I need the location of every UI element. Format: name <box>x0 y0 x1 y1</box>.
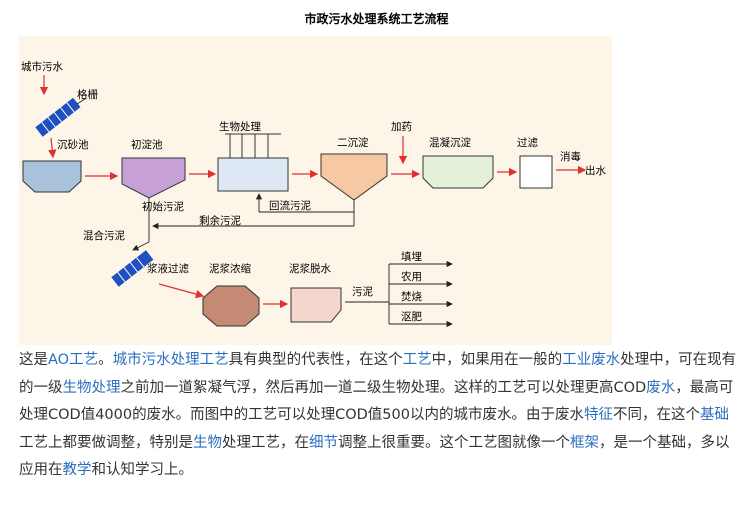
label-mixed-sludge: 混合污泥 <box>83 229 125 242</box>
label-disposal-incinerate: 焚烧 <box>401 290 422 303</box>
label-disposal-landfill: 填埋 <box>401 250 422 263</box>
secondary-clarifier-tank <box>320 153 388 201</box>
label-return-sludge: 回流污泥 <box>269 199 311 212</box>
description-paragraph: 这是AO工艺。城市污水处理工艺具有典型的代表性，在这个工艺中，如果用在一般的工业… <box>19 347 739 485</box>
slurry-filter-icon <box>111 250 154 287</box>
label-disposal-agri: 农用 <box>401 270 422 283</box>
label-sewage-in: 城市污水 <box>21 60 63 73</box>
description-text: 中，如果用在一般的 <box>431 352 563 368</box>
sludge-dewater <box>290 287 342 323</box>
process-flow-diagram: 城市污水 格栅 沉砂池 初淀池 初始污泥 生物处理 二沉淀 加药 混凝沉淀 <box>19 36 612 345</box>
label-dosing: 加药 <box>391 121 412 133</box>
description-text: 不同，在这个 <box>612 407 700 423</box>
label-screen: 格栅 <box>77 88 98 101</box>
description-text: 工艺上都要做调整，特别是 <box>19 434 193 451</box>
description-link[interactable]: 城市污水处理工艺 <box>112 352 229 368</box>
label-grit: 沉砂池 <box>57 138 89 151</box>
label-disposal-compost: 沤肥 <box>401 310 422 323</box>
description-text: 之前加一道絮凝气浮，然后再加一道二级生物处理。这样的工艺可以处理更高COD <box>120 379 647 396</box>
description-link[interactable]: 工艺 <box>402 352 432 368</box>
description-text: 和认知学习上。 <box>91 462 194 478</box>
label-excess-sludge: 剩余污泥 <box>199 214 241 227</box>
description-link[interactable]: 生物处理 <box>62 379 121 396</box>
label-bio: 生物处理 <box>219 120 261 133</box>
arrow-mixed-sludge <box>132 241 150 251</box>
description-text: ，最高可处理COD值4000的废水。而图中的工艺可以处理COD值500以内的城市… <box>19 379 734 424</box>
label-thicken: 泥浆浓缩 <box>209 262 251 275</box>
biological-treatment-tank <box>217 157 289 192</box>
label-primary: 初淀池 <box>131 138 163 151</box>
label-coag: 混凝沉淀 <box>429 136 471 149</box>
description-text: 处理中，可在现有的一级 <box>19 352 737 396</box>
diagram-title: 市政污水处理系统工艺流程 <box>304 12 449 26</box>
description-link[interactable]: 特征 <box>583 407 613 423</box>
description-link[interactable]: 细节 <box>309 434 338 451</box>
label-sludge: 污泥 <box>352 285 373 298</box>
label-secondary: 二沉淀 <box>337 136 369 149</box>
label-outlet: 出水 <box>585 164 606 177</box>
primary-settling-tank <box>121 157 186 199</box>
screen-icon <box>35 97 81 137</box>
coagulation-tank <box>422 155 494 189</box>
label-slurry-filter: 浆液过滤 <box>147 262 189 275</box>
description-text: 这是 <box>19 352 48 368</box>
description-link[interactable]: AO工艺 <box>48 352 99 368</box>
description-text: 调整上很重要。这个工艺图就像一个 <box>338 434 570 451</box>
label-filter: 过滤 <box>517 136 538 149</box>
description-text: 处理工艺，在 <box>222 434 309 451</box>
arrow-slurry-thicken <box>158 283 205 299</box>
description-link[interactable]: 基础 <box>699 407 729 423</box>
label-disinfect: 消毒 <box>560 150 581 163</box>
description-text: ，是一个基础，多以应用在 <box>19 434 730 479</box>
label-primary-sludge: 初始污泥 <box>142 200 184 213</box>
description-text: 具有典型的代表性，在这个 <box>228 352 403 368</box>
description-text: 。 <box>98 352 113 368</box>
description-link[interactable]: 工业废水 <box>562 352 621 368</box>
description-link[interactable]: 废水 <box>646 379 676 396</box>
description-link[interactable]: 生物 <box>193 434 222 451</box>
description-link[interactable]: 框架 <box>570 434 599 451</box>
arrow-screen-grit <box>48 137 57 159</box>
label-dewater: 泥浆脱水 <box>289 262 331 275</box>
filter-box <box>519 155 553 189</box>
sludge-thickener <box>202 285 260 327</box>
description-link[interactable]: 教学 <box>62 462 92 478</box>
grit-chamber-tank <box>22 160 82 193</box>
